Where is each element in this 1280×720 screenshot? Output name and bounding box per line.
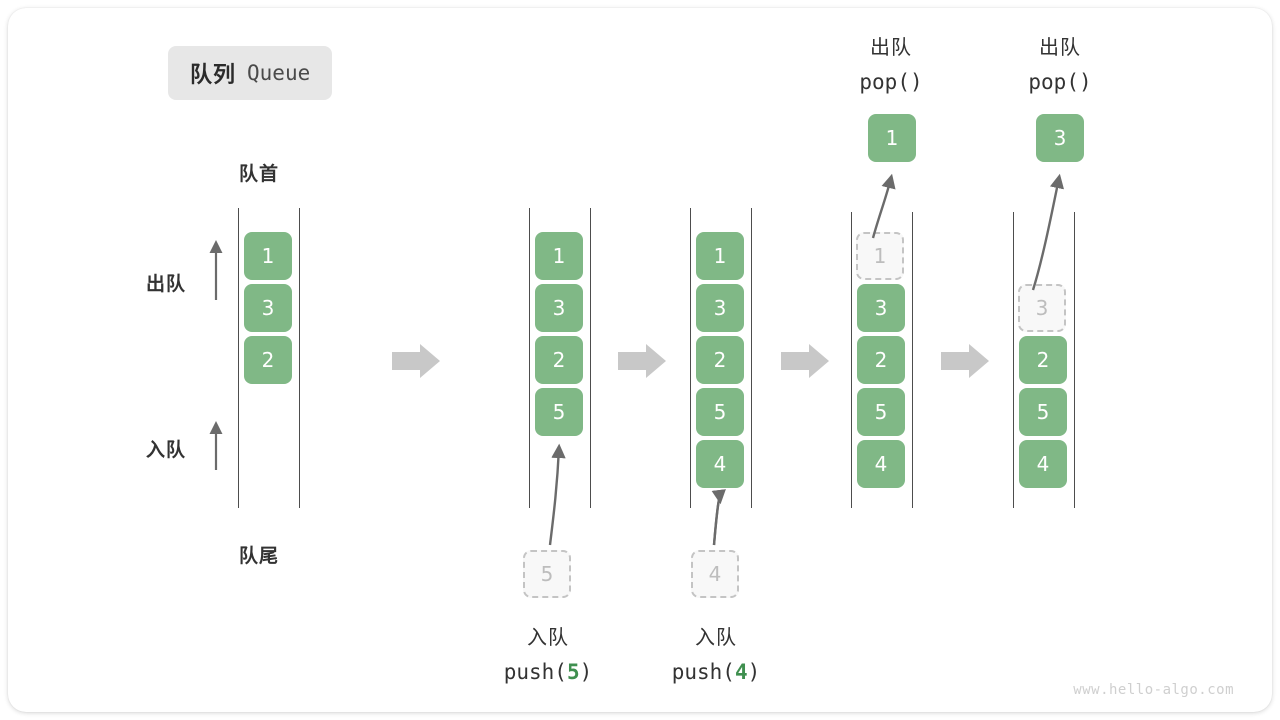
- queue-cell: 5: [535, 388, 583, 436]
- rail-left-stage-5: [1013, 212, 1014, 508]
- queue-cell: 1: [244, 232, 292, 280]
- push-5-label: 入队 push(5): [448, 620, 648, 690]
- push-4-label-code: push(4): [671, 660, 761, 684]
- ghost-cell-pop-1: 1: [856, 232, 904, 280]
- rail-right-stage-4: [912, 212, 913, 508]
- queue-cell: 5: [696, 388, 744, 436]
- queue-cell: 2: [535, 336, 583, 384]
- queue-cell: 4: [696, 440, 744, 488]
- ghost-cell-push-4: 4: [691, 550, 739, 598]
- pop-3-label-cn: 出队: [1039, 35, 1081, 59]
- ghost-cell-push-5: 5: [523, 550, 571, 598]
- queue-cell: 4: [1019, 440, 1067, 488]
- queue-cell: 5: [857, 388, 905, 436]
- push-5-label-code: push(5): [503, 660, 593, 684]
- queue-cell: 2: [696, 336, 744, 384]
- rail-left-stage-1: [238, 208, 239, 508]
- popped-cell-1: 1: [868, 114, 916, 162]
- queue-cell: 1: [696, 232, 744, 280]
- rail-right-stage-2: [590, 208, 591, 508]
- watermark: www.hello-algo.com: [1073, 682, 1234, 698]
- queue-cell: 1: [535, 232, 583, 280]
- push-4-label-cn: 入队: [695, 625, 737, 649]
- queue-cell: 3: [696, 284, 744, 332]
- queue-cell: 4: [857, 440, 905, 488]
- pop-1-label-code: pop(): [859, 70, 923, 94]
- queue-cell: 2: [1019, 336, 1067, 384]
- queue-rear-label: 队尾: [239, 545, 280, 567]
- popped-cell-3: 3: [1036, 114, 1084, 162]
- dequeue-direction-label: 出队: [146, 273, 187, 295]
- rail-left-stage-4: [851, 212, 852, 508]
- rail-right-stage-3: [751, 208, 752, 508]
- pop-1-label: 出队 pop(): [791, 30, 991, 100]
- enqueue-direction-label: 入队: [146, 439, 187, 461]
- queue-cell: 2: [857, 336, 905, 384]
- rail-right-stage-1: [299, 208, 300, 508]
- queue-cell: 3: [857, 284, 905, 332]
- title-cn: 队列: [190, 63, 237, 88]
- queue-cell: 5: [1019, 388, 1067, 436]
- diagram-card: [8, 8, 1272, 712]
- rail-left-stage-2: [529, 208, 530, 508]
- queue-front-label: 队首: [239, 163, 280, 185]
- rail-left-stage-3: [690, 208, 691, 508]
- queue-cell: 3: [535, 284, 583, 332]
- queue-cell: 3: [244, 284, 292, 332]
- pop-1-label-cn: 出队: [870, 35, 912, 59]
- diagram-title-badge: 队列 Queue: [168, 46, 333, 100]
- ghost-cell-pop-3: 3: [1018, 284, 1066, 332]
- push-4-label: 入队 push(4): [616, 620, 816, 690]
- title-en: Queue: [247, 61, 311, 85]
- rail-right-stage-5: [1074, 212, 1075, 508]
- queue-cell: 2: [244, 336, 292, 384]
- pop-3-label-code: pop(): [1028, 70, 1092, 94]
- pop-3-label: 出队 pop(): [960, 30, 1160, 100]
- push-5-label-cn: 入队: [527, 625, 569, 649]
